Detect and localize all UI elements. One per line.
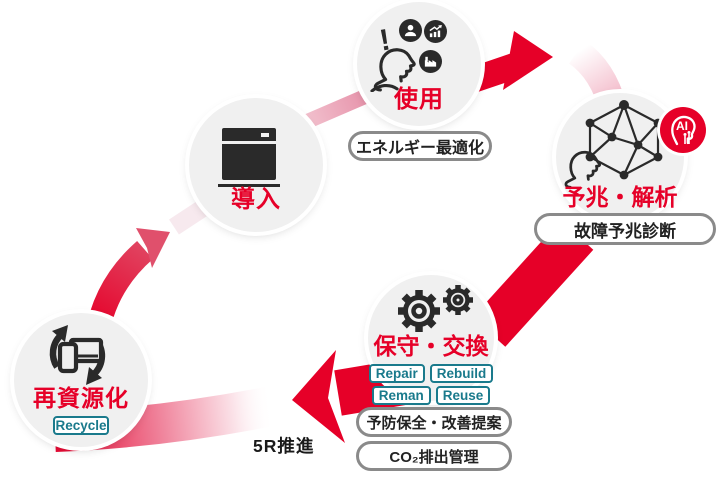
node-recycling: 再資源化 Recycle [14, 313, 148, 447]
tag-repair: Repair [368, 364, 425, 383]
analyst-head-icon [564, 150, 602, 189]
cycle-note-5r: 5R推進 [253, 436, 315, 456]
node-recycling-title: 再資源化 [33, 385, 129, 411]
caption-preventive-maintenance: 予防保全・改善提案 [356, 407, 512, 437]
tag-reman: Reman [371, 386, 431, 405]
node-introduction: 導入 [189, 98, 323, 232]
caption-failure-prediction: 故障予兆診断 [534, 213, 716, 245]
arrow-maintenance-to-recycling-head [292, 350, 345, 443]
band-arrival-introduction [169, 196, 214, 235]
recycle-icon [49, 325, 106, 385]
user-icon [399, 19, 422, 42]
node-use-title: 使用 [394, 86, 444, 113]
person-head-icon [370, 48, 416, 92]
maintenance-tags: Repair Rebuild Reman Reuse [368, 364, 494, 405]
node-maintenance: 保守・交換 Repair Rebuild Reman Reuse [368, 275, 494, 405]
node-prediction: 予兆・解析 [556, 93, 684, 221]
tag-recycle: Recycle [53, 416, 109, 435]
band-prediction-to-maintenance [472, 220, 594, 347]
band-introduction-to-use [303, 90, 367, 129]
node-use: ! 使用 [357, 2, 481, 126]
node-introduction-title: 導入 [231, 186, 281, 213]
cabinet-base-line [218, 184, 280, 187]
arrow-use-to-prediction-head [503, 31, 553, 90]
arrow-recycling-to-introduction-head [136, 228, 170, 268]
tag-rebuild: Rebuild [429, 364, 494, 383]
chart-icon [424, 20, 447, 43]
gears-icon [398, 285, 473, 332]
node-maintenance-title: 保守・交換 [373, 333, 489, 359]
equipment-cabinet-icon [222, 128, 276, 180]
node-prediction-title: 予兆・解析 [562, 184, 678, 210]
ai-badge-label: AI [676, 119, 688, 133]
factory-icon [419, 50, 442, 73]
caption-co2-management: CO₂排出管理 [356, 441, 512, 471]
ai-badge: AI [660, 107, 706, 153]
caption-energy-optimization: エネルギー最適化 [348, 131, 492, 161]
tag-reuse: Reuse [435, 386, 491, 405]
ai-head-icon: AI [671, 115, 696, 146]
